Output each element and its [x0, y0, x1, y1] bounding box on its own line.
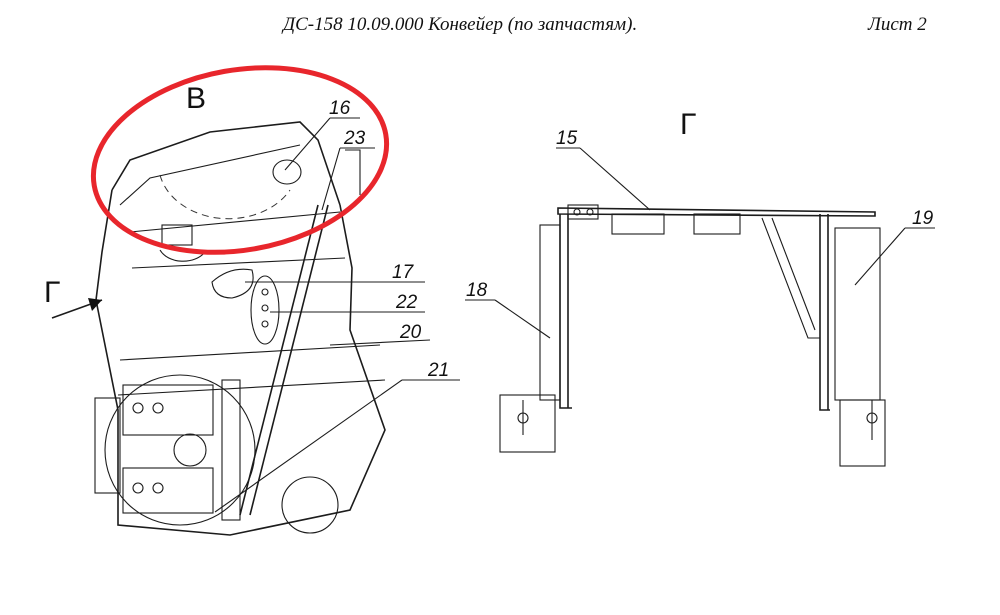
right-leaders: [465, 147, 935, 339]
right-view-label: Г: [680, 108, 696, 141]
sheet-number: Лист 2: [868, 14, 927, 35]
callout-19: 19: [912, 208, 934, 229]
left-arrow-label: Г: [44, 276, 60, 309]
callout-16: 16: [329, 98, 351, 119]
callout-18: 18: [466, 280, 488, 301]
callout-20: 20: [399, 322, 422, 343]
right-view-drawing: [499, 204, 886, 467]
callout-23: 23: [343, 128, 366, 149]
sheet-title: ДС-158 10.09.000 Конвейер (по запчастям)…: [283, 14, 638, 35]
highlight-oval: [90, 65, 390, 255]
left-leaders: [51, 117, 460, 513]
callout-21: 21: [427, 360, 449, 381]
callout-22: 22: [395, 292, 418, 313]
left-view-label: В: [186, 82, 206, 115]
callout-15: 15: [556, 128, 578, 149]
callout-17: 17: [392, 262, 415, 283]
left-view-drawing: [94, 121, 386, 536]
